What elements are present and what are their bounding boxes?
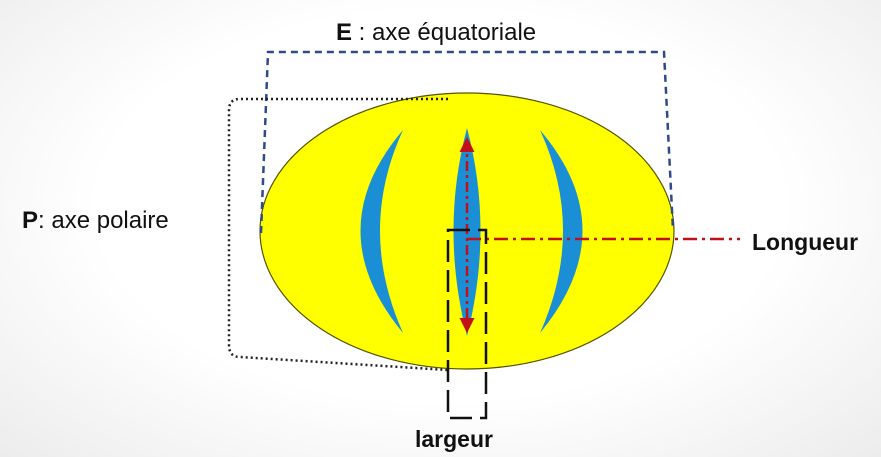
left-colpus: [360, 130, 403, 333]
width-box: [446, 228, 488, 420]
length-label: Longueur: [752, 229, 859, 255]
polar-axis-label: P: axe polaire: [22, 209, 169, 233]
equatorial-axis-bracket: [259, 50, 675, 234]
equatorial-axis-label: E : axe équatoriale: [336, 21, 536, 45]
right-colpus: [540, 130, 583, 333]
equatorial-axis-key: E: [336, 19, 353, 46]
polar-axis-key: P: [22, 207, 39, 234]
equatorial-axis-text: : axe équatoriale: [352, 19, 537, 46]
polar-axis-text: : axe polaire: [38, 207, 169, 234]
width-label: largeur: [415, 426, 493, 452]
